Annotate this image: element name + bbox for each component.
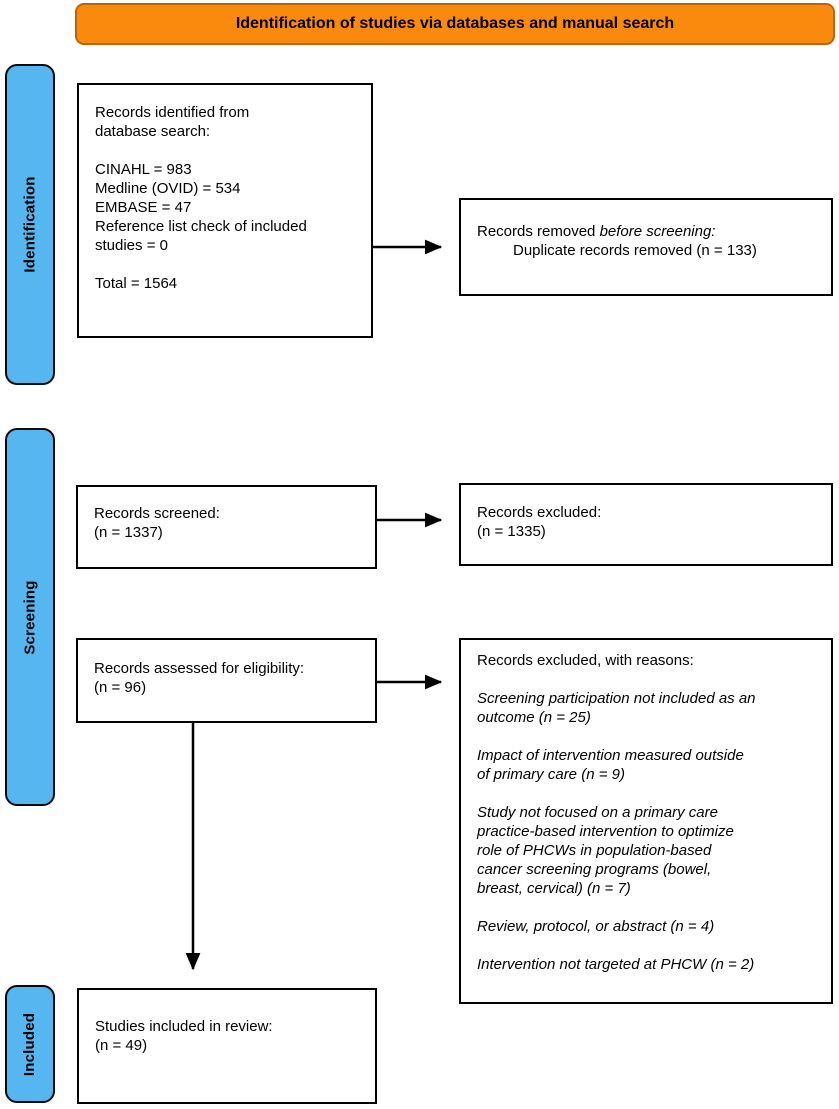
stage-bar-screening: Screening xyxy=(5,428,55,806)
box-records-excluded-with-reasons: Records excluded, with reasons: Screenin… xyxy=(459,638,833,1004)
box-records-screened: Records screened: (n = 1337) xyxy=(76,485,377,569)
box-records-identified: Records identified from database search:… xyxy=(77,83,373,338)
stage-bar-included: Included xyxy=(5,985,55,1103)
diagram-title-banner: Identification of studies via databases … xyxy=(75,3,835,45)
stage-label-included: Included xyxy=(21,1012,39,1076)
excluded-reason-1: Screening participation not included as … xyxy=(477,690,756,726)
box-studies-included: Studies included in review: (n = 49) xyxy=(77,988,377,1104)
records-removed-lead: Records removed xyxy=(477,223,600,240)
records-removed-line1: Records removed before screening: xyxy=(477,222,815,241)
excluded-reasons-heading: Records excluded, with reasons: xyxy=(477,652,694,669)
box-records-removed: Records removed before screening: Duplic… xyxy=(459,198,833,296)
stage-bar-identification: Identification xyxy=(5,64,55,385)
records-removed-lead-italic: before screening: xyxy=(599,223,716,240)
excluded-reason-4: Review, protocol, or abstract (n = 4) xyxy=(477,918,715,935)
box-records-excluded: Records excluded: (n = 1335) xyxy=(459,483,833,566)
box-records-assessed: Records assessed for eligibility: (n = 9… xyxy=(76,638,377,723)
excluded-reason-3: Study not focused on a primary care prac… xyxy=(477,804,734,897)
diagram-title: Identification of studies via databases … xyxy=(235,15,675,32)
excluded-reason-5: Intervention not targeted at PHCW (n = 2… xyxy=(477,956,755,973)
stage-label-identification: Identification xyxy=(21,176,39,273)
stage-label-screening: Screening xyxy=(21,579,39,655)
excluded-reason-2: Impact of intervention measured outside … xyxy=(477,747,744,783)
records-removed-detail: Duplicate records removed (n = 133) xyxy=(513,242,757,259)
